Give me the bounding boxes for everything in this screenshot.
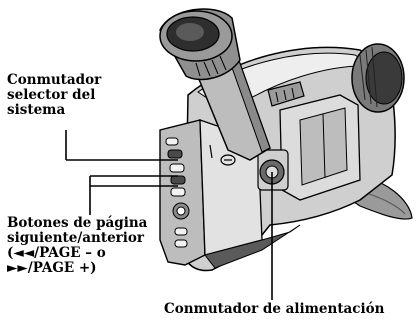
side-buttons — [165, 137, 190, 248]
power-switch-dial — [257, 149, 289, 191]
power-switch-label: Conmutador de alimentación — [164, 301, 385, 317]
page-buttons-label: Botones de página siguiente/anterior (◄◄… — [7, 215, 148, 276]
leader-lines — [65, 130, 273, 300]
viewfinder-eyepiece — [159, 8, 241, 81]
top-dial — [267, 81, 305, 107]
system-selector-label: Conmutador selector del sistema — [7, 72, 102, 118]
